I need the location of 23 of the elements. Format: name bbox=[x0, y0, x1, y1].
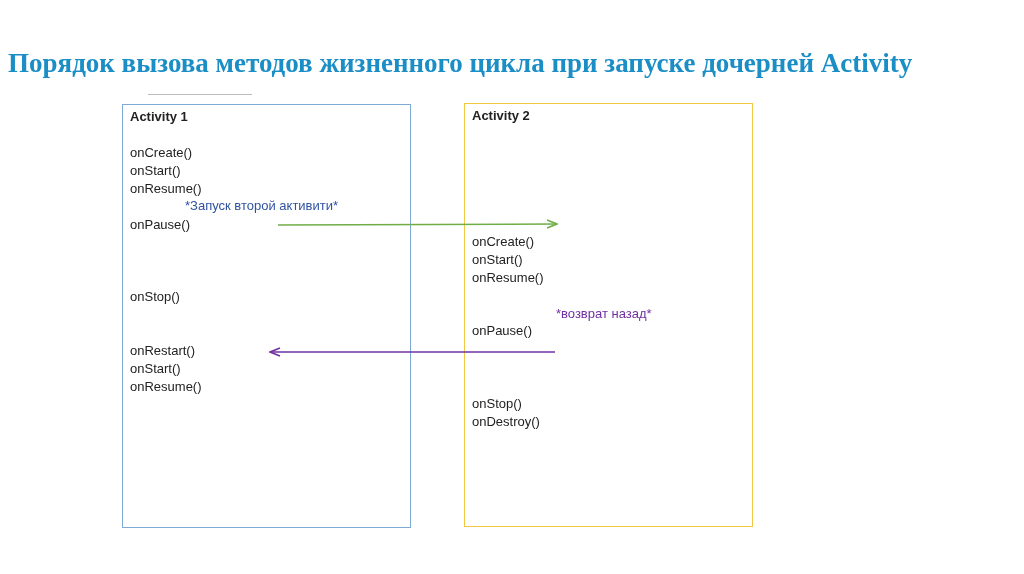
method-name: onCreate() bbox=[130, 144, 193, 161]
arrow bbox=[269, 347, 556, 357]
box-heading: Activity 2 bbox=[472, 107, 530, 124]
activity-box bbox=[464, 103, 753, 527]
box-heading: Activity 1 bbox=[130, 108, 188, 125]
method-name: onRestart() bbox=[130, 342, 196, 359]
method-name: onCreate() bbox=[472, 233, 535, 250]
method-name: onStop() bbox=[130, 288, 180, 305]
title: Порядок вызова методов жизненного цикла при запуске дочерней Activity bbox=[8, 47, 914, 80]
method-name: onPause() bbox=[472, 322, 532, 339]
method-name: onStop() bbox=[472, 395, 522, 412]
method-name: onDestroy() bbox=[472, 413, 540, 430]
method-name: onResume() bbox=[130, 180, 202, 197]
method-name: onResume() bbox=[130, 378, 202, 395]
method-name: onResume() bbox=[472, 269, 544, 286]
edge-label: *Запуск второй активити* bbox=[185, 197, 339, 214]
edge-label: *возврат назад* bbox=[556, 305, 652, 322]
method-name: onPause() bbox=[130, 216, 190, 233]
activity-box bbox=[122, 104, 411, 528]
method-name: onStart() bbox=[130, 360, 181, 377]
arrow bbox=[277, 219, 558, 229]
method-name: onStart() bbox=[130, 162, 181, 179]
method-name: onStart() bbox=[472, 251, 523, 268]
